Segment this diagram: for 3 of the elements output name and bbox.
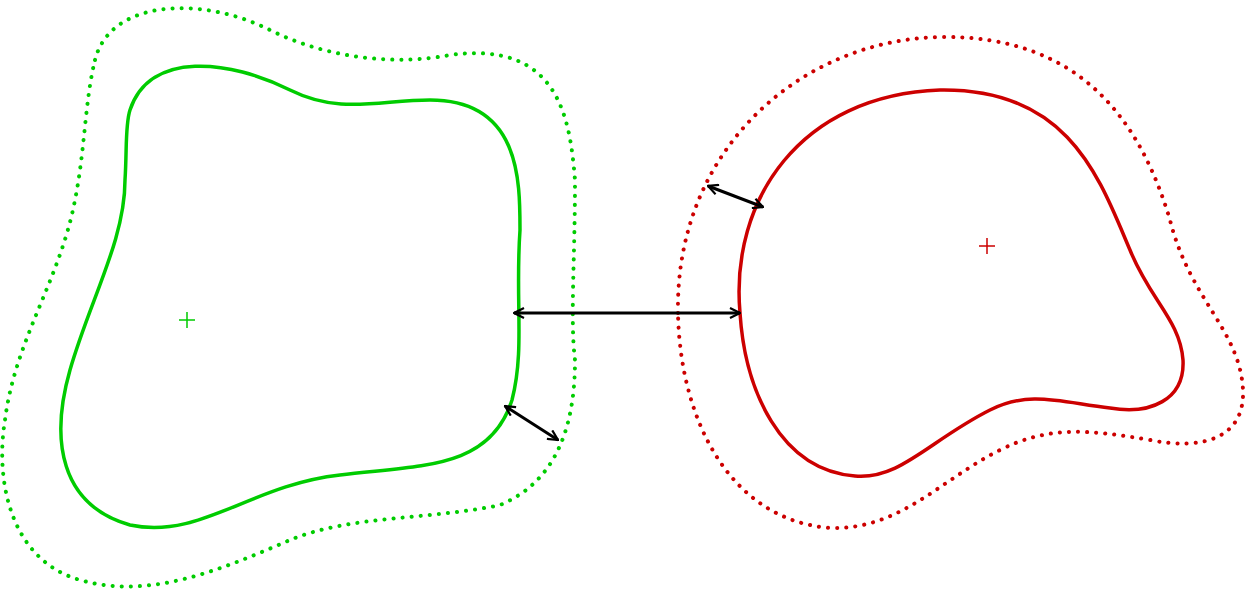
double-arrow [503,404,560,442]
double-arrow [512,306,742,320]
double-arrow [706,183,765,210]
